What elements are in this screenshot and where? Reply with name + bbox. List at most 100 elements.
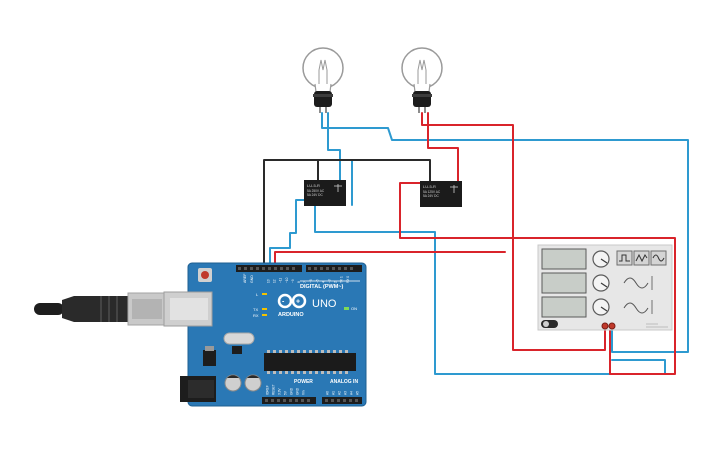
pin-label: ~6 [309, 279, 313, 283]
relay-text-3: 5A 24V DC [423, 194, 439, 198]
pin-label: ~5 [315, 279, 319, 283]
arduino-logo [277, 293, 307, 309]
frequency-knob[interactable] [592, 250, 610, 268]
on-label: ON [351, 306, 357, 311]
bulb-filament [318, 59, 328, 84]
crystal [223, 332, 255, 345]
capacitor-1-cap [227, 375, 239, 378]
wire-red-relay2-loop[interactable] [399, 182, 676, 375]
logo-plus: + [296, 299, 300, 306]
rx-led [262, 314, 267, 316]
voltage-regulator [203, 350, 216, 366]
usb-chip [232, 346, 242, 354]
offset-knob[interactable] [592, 298, 610, 316]
usb-cable-boot [62, 296, 128, 322]
relay-2[interactable]: LU-5-R 5A 125V AC 5A 24V DC [420, 181, 462, 207]
power-jack-inner [188, 380, 214, 398]
relay-1[interactable]: LU-5-R 5A 250V AC 5A 24V DC [304, 180, 346, 206]
pin-label: A1 [332, 391, 336, 395]
tx-led [262, 308, 267, 310]
capacitor-1 [224, 374, 242, 392]
pin-label: GND [290, 387, 294, 395]
power-label: POWER [294, 379, 313, 385]
tx-label: TX [253, 307, 258, 312]
bulb-socket [413, 91, 431, 107]
display-3 [541, 296, 587, 318]
aref-label: AREF [243, 274, 247, 283]
pin-label: 8 [297, 281, 301, 283]
power-toggle[interactable] [541, 320, 558, 328]
atmega-chip[interactable] [264, 353, 356, 371]
capacitor-2 [244, 374, 262, 392]
analog-label: ANALOG IN [330, 379, 358, 385]
wire-blue-relay1-to-board[interactable] [269, 199, 307, 266]
bulb-2[interactable] [401, 47, 443, 113]
analog-header[interactable] [322, 397, 362, 404]
usb-cable[interactable] [34, 292, 165, 326]
capacitor-2-cap [247, 375, 259, 378]
pin-label: 2 [334, 281, 338, 283]
digital-label: DIGITAL (PWM~) [300, 284, 344, 290]
pin-label: ~9 [291, 279, 295, 283]
wire-blue-bulb1-to-relay1[interactable] [327, 112, 341, 183]
pin-label: A5 [356, 391, 360, 395]
l-led [262, 293, 267, 295]
relay-body [304, 180, 346, 206]
relay-text-1: LU-5-R [307, 183, 320, 188]
pin-label: TX 1 [340, 276, 344, 283]
bulb-1[interactable] [302, 47, 344, 113]
wire-red-bulb2-to-relay2[interactable] [427, 112, 459, 183]
display-2 [541, 272, 587, 294]
bulb-socket [314, 91, 332, 107]
square-wave-button[interactable] [616, 250, 633, 266]
pin-label: A0 [326, 391, 330, 395]
l-label: L [256, 292, 259, 297]
usb-cable-tail [34, 303, 64, 315]
offset-sine-icon [623, 302, 649, 314]
triangle-wave-icon [635, 253, 648, 263]
arduino-board[interactable]: AREF GND DIGITAL (PWM~) L TX RX - + ARDU… [163, 262, 367, 407]
usb-cable-grip-1 [100, 296, 102, 322]
wire-blue-relay2-loop[interactable] [314, 196, 666, 375]
usb-cable-grip-2 [108, 296, 110, 322]
function-generator[interactable] [537, 244, 673, 331]
pin-label: 3.3V [278, 388, 282, 395]
relay-body [420, 181, 462, 207]
usb-cable-grip-3 [116, 296, 118, 322]
amplitude-sine-icon [623, 277, 649, 289]
pin-label: 5V [284, 390, 288, 395]
triangle-wave-button[interactable] [633, 250, 650, 266]
wire-blue-bulb1-to-right[interactable] [321, 112, 689, 353]
output-terminal-negative[interactable] [601, 322, 609, 330]
pin-label: 12 [273, 279, 277, 283]
regulator-tab [205, 346, 214, 351]
pin-label: 13 [267, 279, 271, 283]
pin-label: RX 0 [346, 276, 350, 283]
sine-wave-button[interactable] [650, 250, 667, 266]
square-wave-icon [619, 254, 630, 262]
pin-label: A3 [344, 391, 348, 395]
bulb-neck [314, 83, 332, 93]
wire-black-gnd[interactable] [263, 159, 431, 266]
board-model: UNO [312, 298, 337, 310]
wire-red-board-5v[interactable] [274, 251, 506, 266]
pin-label: 7 [303, 281, 307, 283]
usb-plug-inner [132, 299, 162, 319]
display-1 [541, 248, 587, 270]
atmega-pins [267, 350, 348, 374]
pin-label: ~3 [328, 279, 332, 283]
bottom-header-holes [265, 399, 358, 402]
output-terminal-positive[interactable] [608, 322, 616, 330]
bulb-neck [413, 83, 431, 93]
bulb-socket-ring [412, 94, 432, 97]
board-brand: ARDUINO [278, 312, 304, 318]
amplitude-knob[interactable] [592, 274, 610, 292]
rx-label: RX [253, 313, 259, 318]
pin-label: 4 [321, 281, 325, 283]
gnd-label: GND [250, 275, 254, 283]
pin-label: GND [296, 387, 300, 395]
usb-jack-inner [170, 298, 208, 320]
